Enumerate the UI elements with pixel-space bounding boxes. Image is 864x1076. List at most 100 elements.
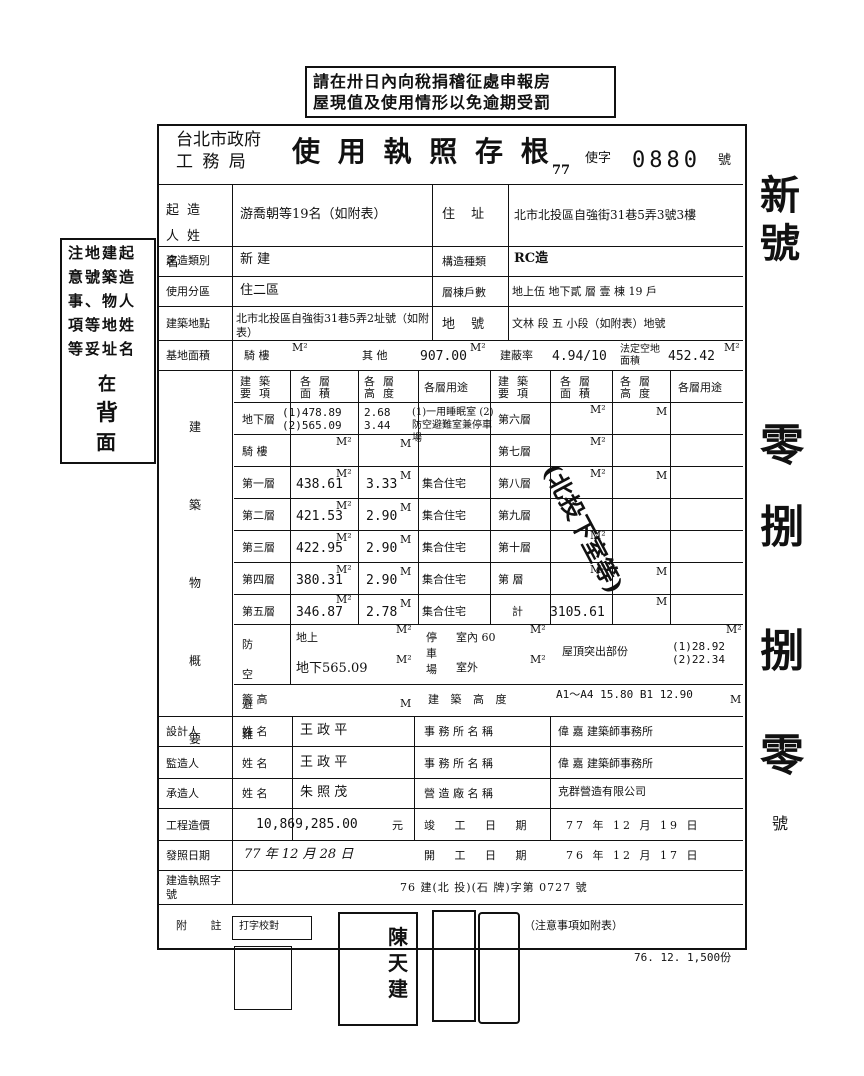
unit-m: M — [656, 565, 668, 578]
unit-m: M — [400, 469, 412, 482]
base-other: 907.00 — [420, 349, 467, 364]
unit-m: M — [400, 597, 412, 610]
floor-name: 第三層 — [242, 541, 275, 554]
height-unit: M — [730, 693, 742, 706]
hdr-height-left: 各層高度 — [364, 375, 402, 400]
floor-area: (1)478.89 (2)565.09 — [282, 406, 342, 432]
floor-use: 集合住宅 — [422, 573, 466, 586]
type-label: 建造類別 — [166, 254, 210, 267]
right-stamp-column: 新 號 零 捌 捌 零 號 — [758, 176, 818, 856]
floors-label: 層棟戶數 — [442, 286, 486, 299]
supervisor-name-label: 姓 名 — [242, 757, 268, 770]
top-notice-line1: 請在卅日內向稅捐稽征處申報房 — [313, 72, 552, 91]
unit-m: M — [400, 565, 412, 578]
floor-line — [234, 402, 743, 403]
builder-label: 起造人姓名 — [166, 203, 209, 270]
col-line — [358, 370, 359, 624]
floor-name: 騎 樓 — [242, 445, 268, 458]
coverage-label: 建蔽率 — [500, 349, 533, 362]
coverage: 4.94/10 — [552, 349, 607, 364]
eaves-unit: M — [400, 697, 412, 710]
finish-value: 77 年 12 月 19 日 — [566, 819, 701, 832]
top-notice-stamp: 請在卅日內向稅捐稽征處申報房 屋現值及使用情形以免逾期受罰 — [305, 66, 616, 118]
unit-m: M — [656, 595, 668, 608]
contractor-name: 朱 照 茂 — [300, 785, 348, 800]
lot-label: 地 號 — [442, 317, 491, 332]
contractor-company: 克群營造有限公司 — [558, 785, 646, 798]
designer-name: 王 政 平 — [300, 723, 348, 738]
floor-use: 集合住宅 — [422, 605, 466, 618]
note-label: 附 註 — [176, 919, 232, 932]
right-stamp-char4: 捌 — [760, 502, 804, 553]
proofread-stamp-text: 打字校對 — [239, 921, 279, 932]
left-notice-line3: 事、物人 — [68, 292, 137, 310]
site-label: 建築地點 — [166, 317, 210, 330]
unit-m: M — [400, 533, 412, 546]
left-notice-line4: 項等地姓 — [68, 316, 137, 334]
right-stamp-char6: 零 — [760, 730, 804, 781]
unit-m: M — [656, 405, 668, 418]
shelter-above-unit: M² — [396, 623, 412, 636]
supervisor-name: 王 政 平 — [300, 755, 348, 770]
height-value: A1～A4 15.80 B1 12.90 — [556, 688, 693, 701]
col-line — [670, 370, 671, 624]
col-line — [232, 184, 233, 904]
seal-name: 陳天建 — [388, 925, 408, 1001]
col-line — [550, 716, 551, 840]
designer-name-label: 姓 名 — [242, 725, 268, 738]
unit-m: M — [400, 437, 412, 450]
row-line — [159, 276, 743, 277]
left-notice-line7: 背 — [96, 400, 119, 426]
floor-line — [234, 466, 743, 467]
floor-name-right: 第八層 — [498, 477, 531, 490]
floor-total: 3105.61 — [550, 605, 605, 620]
base-label: 基地面積 — [166, 349, 210, 362]
floor-height: 2.90 — [366, 573, 398, 588]
floor-height: 2.90 — [366, 509, 398, 524]
org-line1: 台北市政府 — [176, 130, 261, 150]
hdr-height-right: 各層高度 — [620, 375, 658, 400]
base-other-unit: M² — [470, 341, 486, 354]
unit-m2: M² — [590, 467, 606, 480]
col-line — [490, 370, 491, 624]
floors-value: 地上伍 地下貳 層 壹 棟 19 戶 — [512, 285, 657, 298]
floor-name: 地下層 — [242, 413, 275, 426]
issue-value: 77 年 12 月 28 日 — [244, 847, 354, 862]
roof-label: 屋頂突出部份 — [562, 645, 628, 658]
col-line — [432, 184, 433, 340]
unit-m2: M² — [336, 563, 352, 576]
floor-line — [234, 594, 743, 595]
finish-label: 竣 工 日 期 — [424, 819, 535, 832]
unit-m2: M² — [336, 435, 352, 448]
permit-number: 0880 — [632, 148, 701, 173]
lot-value: 文林 段 五 小段（如附表）地號 — [512, 317, 666, 330]
unit-m: M — [656, 469, 668, 482]
parking-out: 室外 — [456, 661, 478, 674]
issue-label: 發照日期 — [166, 849, 210, 862]
left-notice-line1: 注地建起 — [68, 244, 137, 262]
base-arcade: 騎 樓 — [244, 349, 270, 362]
shelter-above: 地上 — [296, 631, 318, 644]
seal-box-left — [234, 946, 292, 1010]
hdr-use-left: 各層用途 — [424, 381, 468, 394]
floor-area: 422.95 — [296, 541, 343, 556]
permit-form — [157, 124, 747, 950]
unit-m: M — [400, 501, 412, 514]
org-line2: 工 務 局 — [176, 152, 248, 172]
floor-area: 421.53 — [296, 509, 343, 524]
cost-label: 工程造價 — [166, 819, 210, 832]
parking-in-unit: M² — [530, 623, 546, 636]
col-line — [290, 370, 291, 684]
row-line — [159, 778, 743, 779]
legal-label: 法定空地面積 — [620, 344, 660, 367]
unit-m2: M² — [336, 593, 352, 606]
floor-height: 3.33 — [366, 477, 398, 492]
eaves-label: 簷 高 — [242, 693, 268, 706]
left-notice-line6: 在 — [98, 374, 116, 395]
contractor-name-label: 姓 名 — [242, 787, 268, 800]
floor-name-right: 第六層 — [498, 413, 531, 426]
page-title: 使 用 執 照 存 根 — [292, 135, 553, 168]
floor-name: 第五層 — [242, 605, 275, 618]
col-line — [612, 370, 613, 624]
left-notice-line2: 意號築造 — [68, 268, 137, 286]
